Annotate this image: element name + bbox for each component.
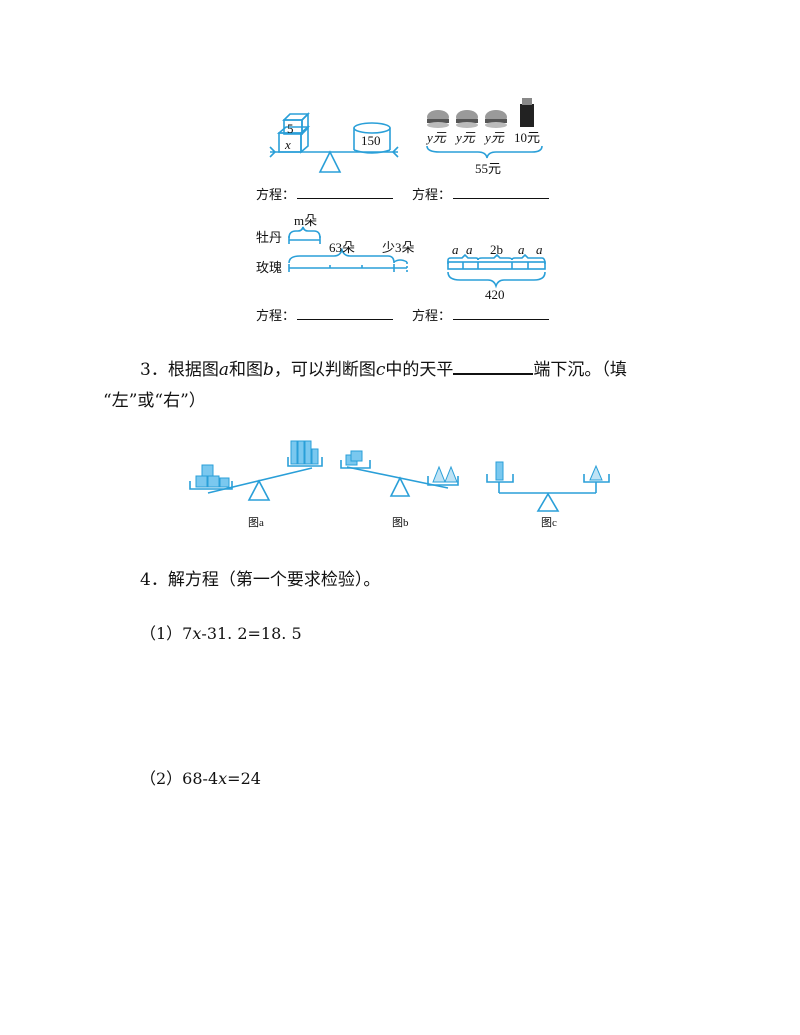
beam-left-end xyxy=(269,146,277,158)
q3-text: 中的天平 xyxy=(385,360,454,380)
balance-a-left-pan xyxy=(189,481,233,490)
balance-b-left-pan xyxy=(340,460,371,469)
answer-blank-3[interactable] xyxy=(297,307,394,320)
cube-icon xyxy=(195,464,230,488)
burger-price-3: y元 xyxy=(483,130,505,145)
peony-label: 牡丹 xyxy=(256,230,282,245)
rose-label: 玫瑰 xyxy=(256,260,282,275)
equation-line-2: 方程： xyxy=(412,184,550,203)
problem-2-text: （2）68-4 xyxy=(140,769,219,788)
question-4-title: 4．解方程（第一个要求检验）。 xyxy=(140,570,381,590)
caption-a: 图a xyxy=(248,516,264,529)
burger-price-1: y元 xyxy=(425,130,447,145)
less-label: 少3朵 xyxy=(382,240,415,255)
segment-brace xyxy=(447,271,546,289)
segment-label-a1: a xyxy=(452,242,459,257)
fulcrum xyxy=(318,150,342,173)
balance-b-fulcrum xyxy=(389,476,411,497)
total-brace xyxy=(426,145,543,159)
problem-2: （2）68-4x=24 xyxy=(140,765,261,789)
problem-1-text: -31. 2=18. 5 xyxy=(201,624,302,643)
problem-1-var: x xyxy=(192,624,202,643)
problem-1-text: （1）7 xyxy=(140,624,193,643)
drink-price: 10元 xyxy=(514,130,540,145)
cone-icon xyxy=(589,464,603,481)
equation-line-4: 方程： xyxy=(412,305,550,324)
burger-total: 55元 xyxy=(475,161,501,176)
drink-icon xyxy=(520,98,534,127)
q3-text: 端下沉。（填 xyxy=(533,360,627,380)
cylinder-icon xyxy=(290,440,319,465)
caption-c: 图c xyxy=(541,516,557,529)
equation-label: 方程： xyxy=(256,309,296,324)
segment-label-a3: a xyxy=(518,242,525,257)
q3-answer-blank[interactable] xyxy=(453,359,534,375)
peony-brace xyxy=(288,226,321,239)
q3-text: 和图 xyxy=(228,360,263,380)
cone-icon xyxy=(432,465,458,483)
segment-label-a2: a xyxy=(466,242,473,257)
problem-1: （1）7x-31. 2=18. 5 xyxy=(140,620,302,644)
segment-label-2b: 2b xyxy=(490,242,503,257)
problem-2-var: x xyxy=(218,769,228,788)
segment-label-a4: a xyxy=(536,242,543,257)
rose-brace xyxy=(288,247,395,264)
cylinder-icon xyxy=(495,461,504,481)
equation-label: 方程： xyxy=(256,188,296,203)
balance-c-fulcrum xyxy=(536,492,560,512)
box-top-label: 5 xyxy=(287,121,294,136)
equation-label: 方程： xyxy=(412,188,452,203)
cube-icon xyxy=(345,450,363,466)
question-3-line-2: “左”或“右”） xyxy=(103,391,206,411)
answer-blank-1[interactable] xyxy=(297,186,394,199)
caption-b: 图b xyxy=(392,516,409,529)
beam-right-end xyxy=(391,146,399,158)
equation-line-3: 方程： xyxy=(256,305,394,324)
rose-amount: 63朵 xyxy=(329,240,355,255)
q3-text: ，可以判断图 xyxy=(273,360,376,380)
equation-label: 方程： xyxy=(412,309,452,324)
question-number: 3． xyxy=(140,360,168,380)
cylinder-label: 150 xyxy=(361,133,381,148)
problem-2-text: =24 xyxy=(227,769,261,788)
answer-blank-4[interactable] xyxy=(453,307,550,320)
answer-blank-2[interactable] xyxy=(453,186,550,199)
equation-line-1: 方程： xyxy=(256,184,394,203)
q3-fig-a: a xyxy=(218,360,229,380)
burger-icon xyxy=(456,110,478,128)
balance-b-right-pan xyxy=(427,476,459,486)
box-side-label: x xyxy=(284,137,291,152)
balance-a-fulcrum xyxy=(247,479,271,501)
segment-bar xyxy=(447,261,546,270)
burger-icon xyxy=(427,110,449,128)
q3-fig-c: c xyxy=(375,360,386,380)
peony-amount: m朵 xyxy=(294,213,317,228)
q3-fig-b: b xyxy=(262,360,274,380)
burger-icon xyxy=(485,110,507,128)
segment-total: 420 xyxy=(485,287,505,302)
question-3: 3．根据图a和图b，可以判断图c中的天平 端下沉。（填 xyxy=(140,357,627,384)
balance-a-right-pan xyxy=(287,457,323,467)
q3-text: 根据图 xyxy=(167,360,219,380)
burger-price-2: y元 xyxy=(454,130,476,145)
balance-c-left-pan xyxy=(486,474,514,483)
